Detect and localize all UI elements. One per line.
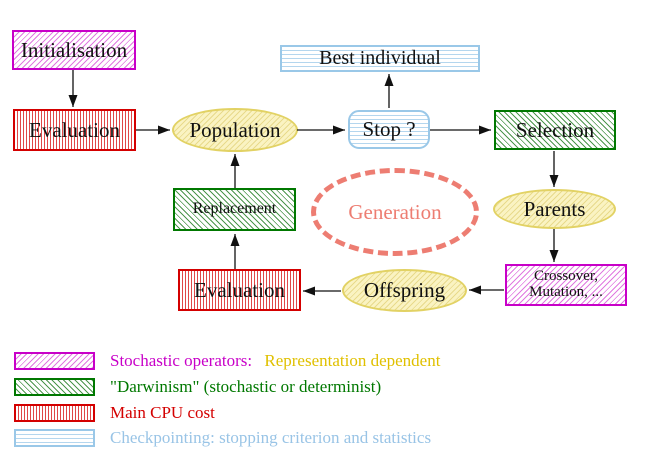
node-crossover-mutation-line2: Mutation, ...	[529, 284, 603, 300]
node-evaluation-bottom: Evaluation	[178, 269, 301, 311]
legend-row-darwinism: "Darwinism" (stochastic or determinist)	[14, 377, 381, 397]
node-generation-cycle: Generation	[311, 168, 479, 256]
node-stop: Stop ?	[348, 110, 430, 149]
legend-row-checkpointing: Checkpointing: stopping criterion and st…	[14, 428, 431, 448]
legend-swatch-cyan-stripes	[14, 429, 95, 447]
node-best-individual-label: Best individual	[319, 47, 441, 69]
legend-text-stochastic-operators: Stochastic operators: Representation dep…	[110, 351, 440, 371]
node-population-label: Population	[189, 117, 281, 142]
node-offspring: Offspring	[342, 269, 467, 312]
node-selection: Selection	[494, 110, 616, 150]
legend-swatch-magenta-hatch	[14, 352, 95, 370]
node-evaluation-top-label: Evaluation	[29, 117, 120, 142]
node-initialisation: Initialisation	[12, 30, 136, 70]
legend-label-stochastic-operators: Stochastic operators:	[110, 351, 253, 370]
node-replacement-label: Replacement	[192, 200, 277, 218]
legend-label-main-cpu-cost: Main CPU cost	[110, 403, 215, 422]
legend-label-representation-dependent: Representation dependent	[264, 351, 441, 370]
node-parents: Parents	[493, 189, 616, 229]
node-parents-label: Parents	[523, 196, 586, 221]
legend-row-main-cpu-cost: Main CPU cost	[14, 403, 215, 423]
legend-swatch-green-hatch	[14, 378, 95, 396]
node-crossover-mutation-line1: Crossover,	[534, 268, 598, 285]
node-crossover-mutation: Crossover, Mutation, ...	[505, 264, 627, 306]
node-evaluation-bottom-label: Evaluation	[194, 277, 285, 302]
node-population: Population	[172, 108, 298, 152]
node-stop-label: Stop ?	[362, 117, 416, 142]
node-evaluation-top: Evaluation	[13, 109, 136, 151]
node-initialisation-label: Initialisation	[20, 37, 128, 62]
node-replacement: Replacement	[173, 188, 296, 231]
node-generation-label: Generation	[348, 199, 442, 224]
legend-swatch-red-stripes	[14, 404, 95, 422]
node-selection-label: Selection	[515, 117, 595, 142]
legend-row-stochastic-operators: Stochastic operators: Representation dep…	[14, 351, 440, 371]
legend-label-checkpointing: Checkpointing: stopping criterion and st…	[110, 428, 432, 447]
node-offspring-label: Offspring	[363, 278, 446, 303]
legend-label-darwinism: "Darwinism" (stochastic or determinist)	[110, 377, 382, 396]
node-best-individual: Best individual	[280, 45, 480, 72]
